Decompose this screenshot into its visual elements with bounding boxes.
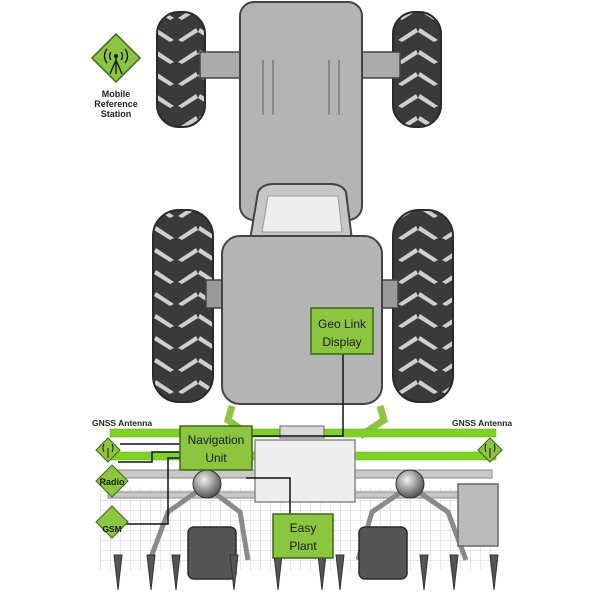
front-left-wheel — [156, 11, 206, 128]
mobile-reference-station: Mobile Reference Station — [90, 32, 142, 119]
geo-link-display: Geo Link Display — [310, 307, 374, 355]
gsm-label: GSM — [102, 524, 121, 534]
navigation-unit-label-line2: Unit — [205, 451, 227, 465]
gnss-antenna-left: GNSS Antenna — [92, 418, 152, 463]
navigation-unit-label-line1: Navigation — [188, 433, 245, 447]
tractor-cab — [221, 235, 383, 405]
gnss-antenna-left-label: GNSS Antenna — [92, 418, 152, 428]
gnss-antenna-right-label: GNSS Antenna — [452, 418, 512, 428]
gnss-antenna-right: GNSS Antenna — [452, 418, 512, 463]
radio-module: Radio — [95, 464, 129, 498]
mobile-ref-label-line3: Station — [101, 109, 132, 119]
radio-label: Radio — [99, 477, 125, 487]
mobile-ref-label-line2: Reference — [94, 99, 138, 109]
rear-left-wheel — [152, 209, 214, 403]
geo-link-label-line1: Geo Link — [318, 317, 367, 331]
row-unit-right — [358, 526, 408, 580]
easy-plant-label-line2: Plant — [289, 539, 317, 553]
gsm-module: GSM — [95, 505, 129, 539]
easy-plant: Easy Plant — [272, 513, 334, 559]
ball-joint-left — [192, 469, 222, 499]
ball-joint-right — [395, 469, 425, 499]
tractor — [152, 1, 454, 405]
hydraulic-module — [457, 483, 499, 547]
row-unit-left — [187, 526, 237, 580]
geo-link-label-line2: Display — [322, 335, 361, 349]
mobile-ref-label-line1: Mobile — [102, 89, 131, 99]
navigation-unit: Navigation Unit — [179, 425, 253, 471]
easy-plant-label-line1: Easy — [290, 521, 317, 535]
easy-plant-housing — [254, 439, 356, 503]
wiring — [118, 354, 344, 525]
rear-right-wheel — [392, 209, 454, 403]
implement — [100, 405, 500, 591]
